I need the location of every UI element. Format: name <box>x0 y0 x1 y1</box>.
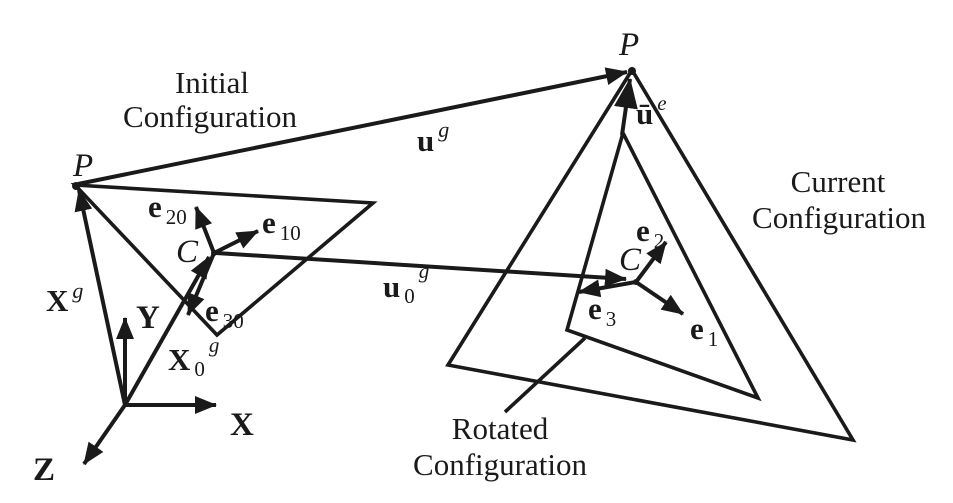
label-vector-X0g-base: X <box>168 342 191 377</box>
label-vector-u0g-sup: g <box>419 259 430 283</box>
e1-arrow <box>634 280 685 316</box>
vector-ug-arrow <box>77 67 628 186</box>
label-vector-Xg-base: X <box>46 283 69 318</box>
label-e1-sub: 1 <box>708 327 719 351</box>
current-configuration-triangle <box>445 66 857 443</box>
initial-configuration-triangle <box>70 182 378 338</box>
label-vector-ug-base: u <box>417 123 434 158</box>
label-e3-base: e <box>588 291 602 326</box>
label-e3: e 3 <box>588 291 616 331</box>
rotated-configuration-title-line2: Configuration <box>413 447 587 482</box>
e20-arrow <box>194 206 216 254</box>
label-vector-ue: ū e <box>636 91 667 131</box>
label-vector-X0g-sub: 0 <box>194 357 205 381</box>
rotated-configuration-title-line1: Rotated <box>452 411 549 446</box>
vector-ue-arrow <box>614 78 638 136</box>
current-configuration-title-line1: Current <box>791 164 886 199</box>
label-e2: e 2 <box>636 213 664 253</box>
vector-Xg-arrow <box>74 189 127 406</box>
rotated-config-pointer-line <box>503 336 587 414</box>
e10-arrow <box>213 229 259 255</box>
current-configuration-title-line2: Configuration <box>752 200 926 235</box>
label-axis-z: Z <box>33 452 55 488</box>
label-C-current: C <box>619 242 642 278</box>
vector-u0g-arrow <box>215 251 627 287</box>
label-e10-sub: 10 <box>280 221 301 245</box>
label-P-current: P <box>618 27 639 63</box>
label-e2-sub: 2 <box>654 229 665 253</box>
label-P-initial: P <box>72 148 93 184</box>
label-e1-base: e <box>690 311 704 346</box>
point-P-current-dot <box>628 67 636 75</box>
label-e3-sub: 3 <box>606 307 617 331</box>
e2-arrow <box>634 240 668 284</box>
label-e20-base: e <box>148 189 162 224</box>
label-vector-ug: u g <box>417 117 449 158</box>
label-vector-u0g-base: u <box>383 269 400 304</box>
label-vector-ue-base: ū <box>636 96 653 131</box>
label-e30: e 30 <box>205 293 244 333</box>
e30-arrow <box>186 252 216 316</box>
point-C-current-dot <box>633 279 639 285</box>
z-axis-arrow <box>82 403 127 466</box>
label-vector-X0g: X 0 g <box>168 333 219 381</box>
label-vector-u0g: u 0 g <box>383 259 429 308</box>
label-vector-ue-sup: e <box>657 91 666 115</box>
label-e2-base: e <box>636 213 650 248</box>
label-e20: e 20 <box>148 189 187 229</box>
label-C-initial: C <box>176 234 199 270</box>
vector-X0g-arrow <box>123 256 211 406</box>
label-e30-sub: 30 <box>223 309 244 333</box>
label-vector-X0g-sup: g <box>209 333 220 357</box>
point-P-initial-dot <box>72 182 80 190</box>
label-e10: e 10 <box>262 205 301 245</box>
rotated-configuration-triangle <box>564 128 762 402</box>
label-e1: e 1 <box>690 311 718 351</box>
initial-configuration-title-line1: Initial <box>175 65 249 100</box>
label-vector-u0g-sub: 0 <box>404 284 415 308</box>
label-e30-base: e <box>205 293 219 328</box>
e3-arrow <box>578 279 637 298</box>
point-C-initial-dot <box>211 250 217 256</box>
initial-configuration-title-line2: Configuration <box>123 99 297 134</box>
label-vector-Xg: X g <box>46 278 83 318</box>
label-e20-sub: 20 <box>166 205 187 229</box>
label-axis-x: X <box>230 407 254 443</box>
label-e10-base: e <box>262 205 276 240</box>
label-vector-Xg-sup: g <box>72 278 83 303</box>
label-axis-y: Y <box>136 300 160 336</box>
label-vector-ug-sup: g <box>438 117 449 142</box>
